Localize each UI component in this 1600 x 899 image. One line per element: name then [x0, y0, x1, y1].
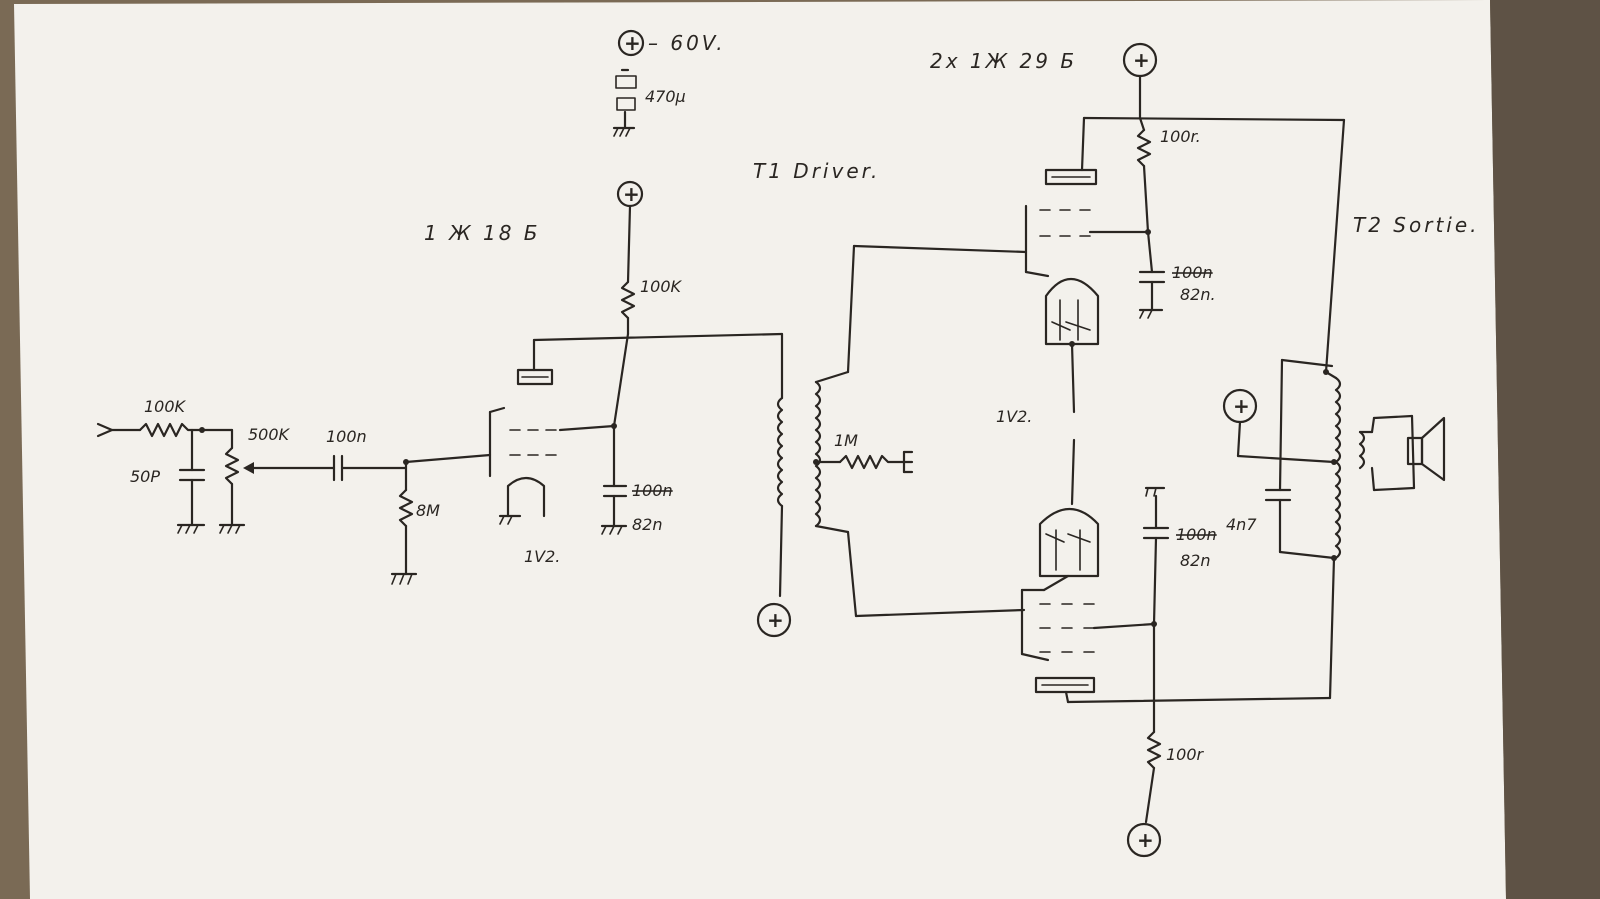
label-c-82n-bot: 82n — [1180, 551, 1211, 570]
label-c-4n7: 4n7 — [1226, 515, 1257, 534]
label-r-100r-bot: 100r — [1166, 745, 1205, 764]
plus-sign-60v: + — [624, 31, 641, 55]
label-supply-60v: – 60V. — [648, 31, 726, 55]
label-r-8m: 8M — [416, 501, 440, 520]
transformer-t1: + 1M — [756, 244, 1028, 638]
paper-shadow-edge — [1490, 0, 1600, 899]
label-r-100k-input: 100K — [144, 397, 187, 416]
label-r-100r-top: 100r. — [1160, 127, 1201, 146]
plus-sign-t2: + — [1233, 394, 1250, 418]
anode-circuit-left: + 100K 100n 82n — [532, 180, 784, 535]
label-c-100n-coupling: 100n — [326, 427, 367, 446]
label-cap-470u: 470µ — [645, 87, 686, 106]
supply-60v: + – 60V. 470µ — [612, 29, 726, 137]
transformer-t2: + 4n7 — [1222, 118, 1446, 700]
label-r-1m: 1M — [834, 431, 858, 450]
plus-sign-upper: + — [1133, 48, 1150, 72]
label-c-100n-bot-struck: 100n — [1176, 525, 1217, 544]
label-c-100n-left-struck: 100n — [632, 481, 673, 500]
label-r-100k-anode: 100K — [640, 277, 683, 296]
input-network: 100K 50P 500K 100n — [96, 397, 492, 585]
tube-1k18b: 1V2. — [488, 368, 617, 566]
filament-link: 1V2. — [996, 342, 1076, 506]
plus-sign-lower: + — [1137, 828, 1154, 852]
label-v12-right: 1V2. — [996, 407, 1032, 426]
label-t2-sortie: T2 Sortie. — [1353, 213, 1480, 237]
plus-sign-left-top: + — [623, 182, 640, 206]
tube-upper: + 100r. 100n — [1024, 42, 1346, 347]
label-pot-500k: 500K — [248, 425, 291, 444]
label-v12-left: 1V2. — [524, 547, 560, 566]
tube-lower: 100n 82n 100r + — [1020, 486, 1332, 858]
label-t1-driver: T1 Driver. — [753, 159, 880, 183]
label-tubes-2x: 2x 1Ж 29 Б — [930, 49, 1077, 73]
label-c-100n-top-struck: 100n — [1172, 263, 1213, 282]
label-tube-1k18b: 1 Ж 18 Б — [424, 221, 541, 245]
label-c-50p: 50P — [130, 467, 160, 486]
plus-sign-t1: + — [767, 608, 784, 632]
label-c-82n-left: 82n — [632, 515, 663, 534]
label-c-82n-top: 82n. — [1180, 285, 1216, 304]
paper-sheet — [14, 0, 1506, 899]
